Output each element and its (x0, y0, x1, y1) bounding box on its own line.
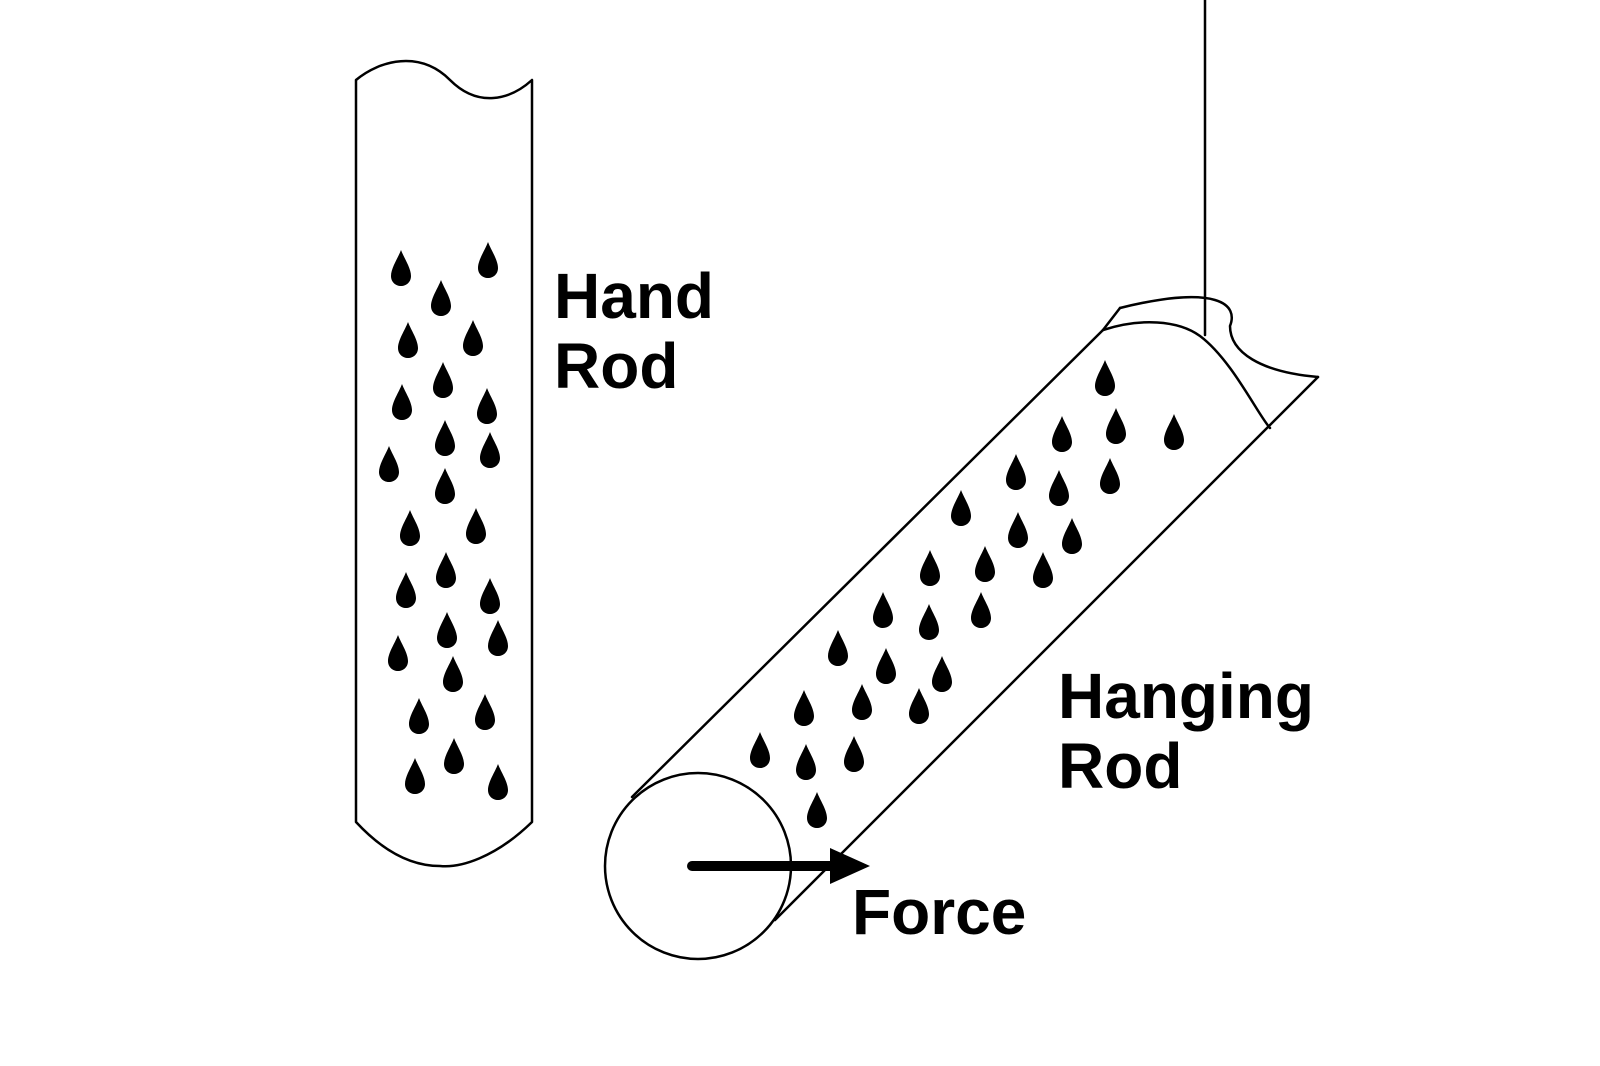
hanging-rod-top-cap (1118, 295, 1320, 379)
force-arrow-head (830, 848, 870, 884)
hanging-rod-top-edge-inner (1101, 321, 1272, 430)
water-drop-icon (444, 738, 464, 774)
water-drop-icon (431, 280, 451, 316)
water-drop-icon (477, 388, 497, 424)
water-drop-icon (466, 508, 486, 544)
water-drop-icon (794, 690, 814, 726)
water-drop-icon (971, 592, 991, 628)
water-drop-icon (392, 384, 412, 420)
water-drop-icon (400, 510, 420, 546)
water-drop-icon (396, 572, 416, 608)
water-drop-icon (391, 250, 411, 286)
water-drop-icon (478, 242, 498, 278)
water-drop-icon (932, 656, 952, 692)
water-drop-icon (796, 744, 816, 780)
force-label: Force (852, 876, 1026, 948)
water-drop-icon (488, 764, 508, 800)
water-drop-icon (463, 320, 483, 356)
hand-rod-label-line1: Hand (554, 260, 714, 332)
water-drop-icon (435, 468, 455, 504)
hand-rod-outline (354, 59, 534, 868)
water-drop-icon (488, 620, 508, 656)
hanging-rod-label-line2: Rod (1058, 730, 1182, 802)
water-drop-icon (388, 635, 408, 671)
water-drop-icon (405, 758, 425, 794)
water-drop-icon (975, 546, 995, 582)
hanging-rod-lower-edge (773, 375, 1320, 922)
hanging-rod: Hanging Rod (603, 0, 1320, 961)
water-drop-icon (409, 698, 429, 734)
water-drop-icon (1008, 512, 1028, 548)
water-drop-icon (1100, 458, 1120, 494)
water-drop-icon (828, 630, 848, 666)
hanging-rod-upper-edge (630, 328, 1105, 799)
water-drop-icon (750, 732, 770, 768)
water-drop-icon (379, 446, 399, 482)
hand-rod-label-line2: Rod (554, 330, 678, 402)
water-drop-icon (436, 552, 456, 588)
hanging-rod-top-side (1101, 306, 1122, 332)
water-drop-icon (920, 550, 940, 586)
hanging-rod-label-line1: Hanging (1058, 660, 1314, 732)
water-drop-icon (1095, 360, 1115, 396)
water-drop-icon (919, 604, 939, 640)
water-drop-icon (1052, 416, 1072, 452)
water-drop-icon (475, 694, 495, 730)
water-drop-icon (480, 578, 500, 614)
water-drop-icon (807, 792, 827, 828)
hand-rod-drops (379, 242, 508, 800)
water-drop-icon (909, 688, 929, 724)
water-drop-icon (435, 420, 455, 456)
water-drop-icon (433, 362, 453, 398)
water-drop-icon (1062, 518, 1082, 554)
water-drop-icon (873, 592, 893, 628)
water-drop-icon (398, 322, 418, 358)
force-arrow-icon (687, 848, 870, 884)
water-drop-icon (1006, 454, 1026, 490)
water-drop-icon (1164, 414, 1184, 450)
water-drop-icon (1049, 470, 1069, 506)
water-drop-icon (437, 612, 457, 648)
water-drop-icon (951, 490, 971, 526)
water-drop-icon (1106, 408, 1126, 444)
water-drop-icon (480, 432, 500, 468)
water-drop-icon (876, 648, 896, 684)
water-drop-icon (844, 736, 864, 772)
water-drop-icon (852, 684, 872, 720)
water-drop-icon (1033, 552, 1053, 588)
hand-rod: Hand Rod (354, 59, 714, 868)
water-drop-icon (443, 656, 463, 692)
